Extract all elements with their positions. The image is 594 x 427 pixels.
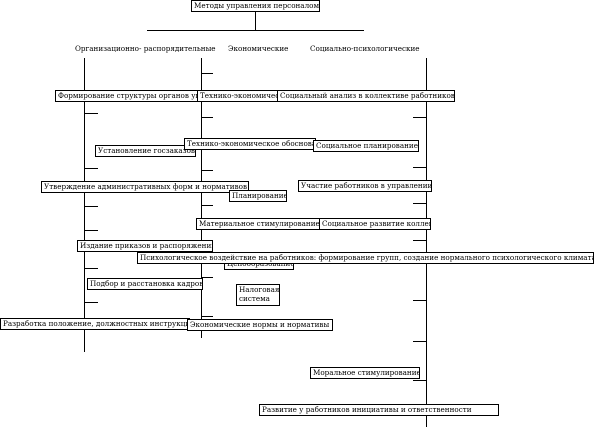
econ-item-tax-system: Налоговая система — [236, 284, 280, 306]
soc-item-initiative: Развитие у работников инициативы и ответ… — [259, 404, 499, 416]
org-item-goszakaz: Установление госзаказов — [95, 145, 196, 157]
soc-item-social-planning: Социальное планирование — [313, 140, 419, 152]
org-item-structure: Формирование структуры органов управлени… — [55, 90, 198, 102]
heading-org: Организационно- распорядительные — [75, 44, 216, 53]
heading-econ: Экономические — [228, 44, 289, 53]
heading-soc: Социально-психологические — [310, 44, 420, 53]
soc-item-participation: Участие работников в управлении — [298, 180, 432, 192]
soc-item-moral-incentives: Моральное стимулирование — [310, 367, 420, 379]
econ-item-justification: Технико-экономическое обоснование — [184, 138, 316, 150]
soc-item-social-analysis: Социальный анализ в коллективе работнико… — [277, 90, 455, 102]
root-title: Методы управления персоналом — [191, 0, 320, 12]
econ-item-analysis: Технико-экономический анализ — [197, 90, 279, 102]
econ-item-planning: Планирование — [229, 190, 287, 202]
org-item-admin-forms: Утверждение административных форм и норм… — [41, 181, 249, 193]
org-item-orders: Издание приказов и распоряжений — [77, 240, 213, 252]
org-item-staffing: Подбор и расстановка кадров — [87, 278, 203, 290]
soc-item-social-development: Социальное развитие коллектива — [319, 218, 431, 230]
econ-item-norms: Экономические нормы и нормативы — [187, 319, 333, 331]
soc-item-psychological-influence: Психологическое воздействие на работнико… — [137, 252, 594, 264]
org-item-regulations: Разработка положение, должностных инстру… — [0, 318, 190, 330]
econ-item-material-incentives: Материальное стимулирование — [196, 218, 320, 230]
